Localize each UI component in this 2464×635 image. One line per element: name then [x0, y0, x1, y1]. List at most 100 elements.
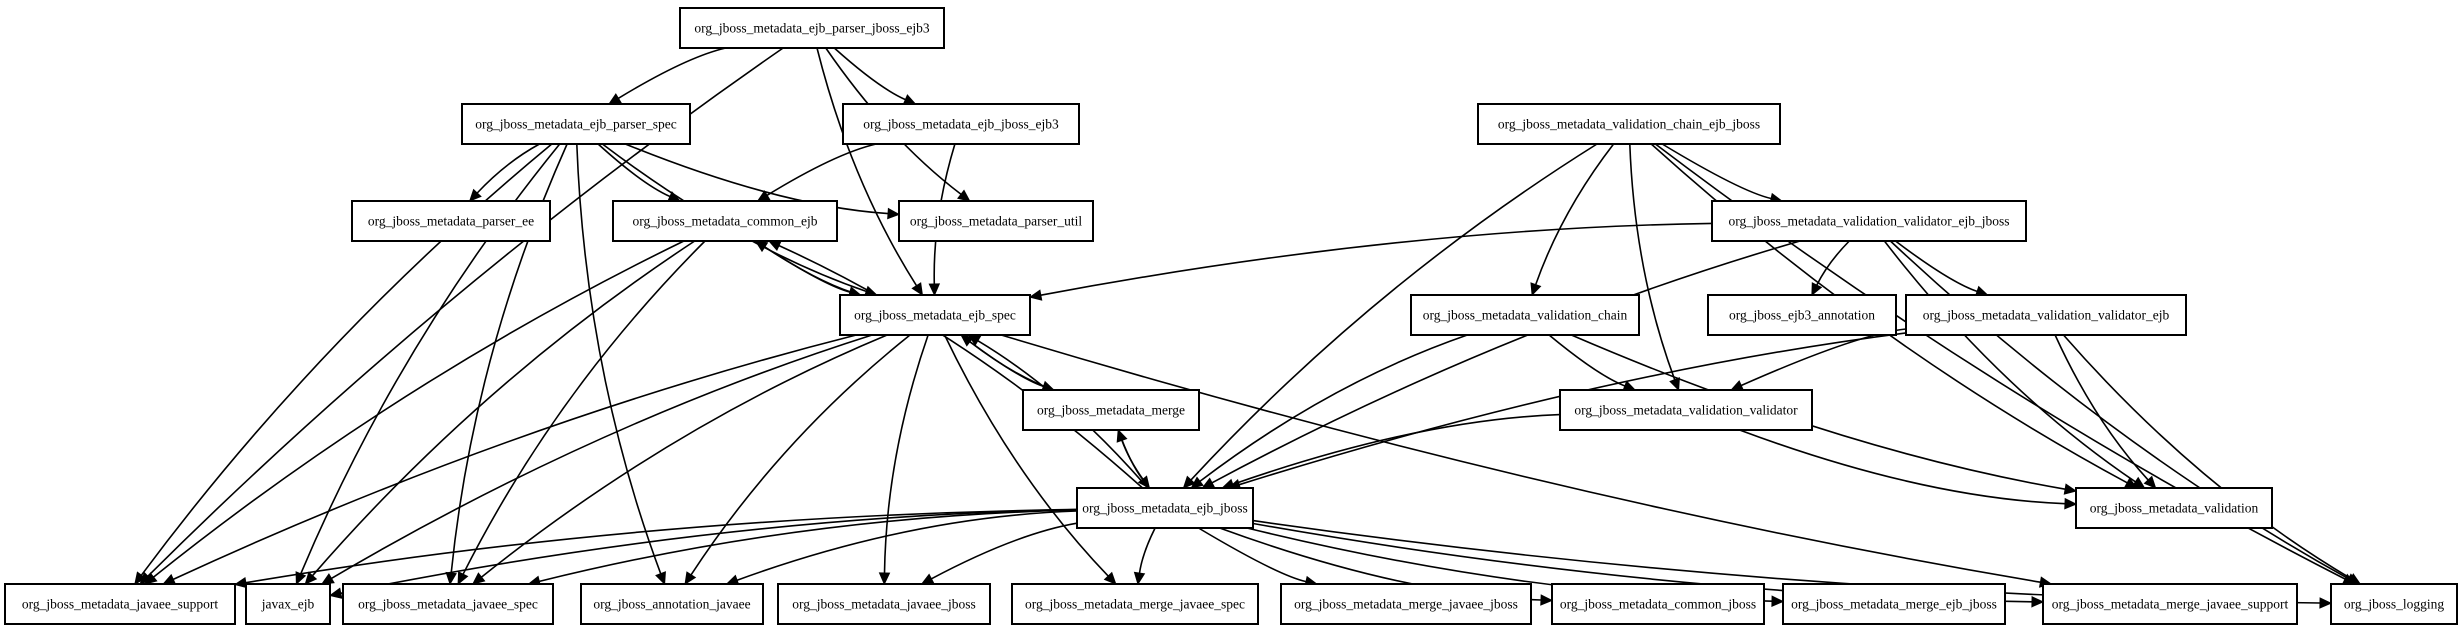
node-box	[1782, 583, 2006, 625]
arrowhead-icon	[320, 573, 335, 585]
arrowhead-icon	[1201, 477, 1216, 489]
edge-line	[462, 240, 706, 575]
edge-vvalidator-ejb-jboss-to-ejb-spec	[1028, 222, 1713, 301]
edge-line	[766, 143, 877, 196]
arrowhead-icon	[328, 587, 343, 599]
arrowhead-icon	[1771, 595, 1785, 607]
node-parser-jboss-ejb3: org_jboss_metadata_ejb_parser_jboss_ejb3	[679, 7, 945, 49]
node-label: org_jboss_ejb3_annotation	[1729, 308, 1875, 323]
edge-ejb-jboss-to-common-ejb	[767, 240, 1144, 489]
edge-line	[778, 244, 1144, 489]
arrowhead-icon	[1190, 476, 1204, 489]
node-box	[2075, 487, 2273, 529]
node-label: org_jboss_metadata_merge_javaee_jboss	[1294, 597, 1518, 612]
edge-ejb-jboss-to-javax-ejb	[328, 508, 1078, 599]
edge-line	[1629, 143, 1676, 380]
arrowhead-icon	[607, 93, 622, 105]
node-label: org_jboss_metadata_ejb_parser_spec	[475, 117, 676, 132]
edge-line	[1198, 527, 1307, 583]
edge-vchain-to-ejb-jboss	[1190, 334, 1468, 489]
node-merge: org_jboss_metadata_merge	[1022, 389, 1200, 431]
edge-line	[1895, 240, 1978, 293]
node-box	[1559, 389, 1813, 431]
arrowhead-icon	[2131, 476, 2146, 489]
edge-line	[1199, 334, 1468, 482]
node-merge-javaee-jboss: org_jboss_metadata_merge_javaee_jboss	[1280, 583, 1532, 625]
node-jboss-ejb3: org_jboss_metadata_ejb_jboss_ejb3	[842, 103, 1080, 145]
arrowhead-icon	[471, 572, 486, 585]
node-box	[1280, 583, 1532, 625]
node-parser-spec: org_jboss_metadata_ejb_parser_spec	[461, 103, 691, 145]
edge-line	[617, 47, 726, 99]
node-label: org_jboss_metadata_merge	[1037, 403, 1185, 418]
node-label: org_jboss_metadata_ejb_jboss	[1082, 501, 1247, 516]
edge-line	[1661, 143, 1772, 200]
node-label: org_jboss_logging	[2344, 597, 2445, 612]
node-annotation-javaee: org_jboss_annotation_javaee	[580, 583, 764, 625]
node-common-jboss: org_jboss_metadata_common_jboss	[1551, 583, 1765, 625]
node-common-ejb: org_jboss_metadata_common_ejb	[612, 200, 838, 242]
arrowhead-icon	[1103, 571, 1117, 585]
node-label: org_jboss_metadata_javaee_jboss	[792, 597, 975, 612]
node-validation: org_jboss_metadata_validation	[2075, 487, 2273, 529]
node-label: org_jboss_metadata_ejb_spec	[854, 308, 1016, 323]
arrowhead-icon	[878, 572, 891, 586]
node-box	[1022, 389, 1200, 431]
node-merge-javaee-support: org_jboss_metadata_merge_javaee_support	[2042, 583, 2298, 625]
node-box	[1011, 583, 1259, 625]
arrowhead-icon	[655, 571, 666, 586]
node-vvalidator-ejb-jboss: org_jboss_metadata_validation_validator_…	[1711, 200, 2027, 242]
edge-ejb-jboss-to-annotation-javaee	[725, 510, 1078, 586]
edge-vchain-to-validation	[1571, 334, 2078, 495]
edge-common-ejb-to-javax-ejb	[304, 240, 696, 585]
arrowhead-icon	[134, 571, 147, 585]
node-label: org_jboss_metadata_validation	[2090, 501, 2259, 516]
node-label: org_jboss_metadata_validation_validator	[1574, 403, 1798, 418]
arrowhead-icon	[468, 188, 482, 202]
edge-line	[311, 240, 696, 577]
arrowhead-icon	[1028, 289, 1043, 301]
edge-line	[2054, 334, 2149, 481]
node-javaee-jboss: org_jboss_metadata_javaee_jboss	[777, 583, 991, 625]
edge-ejb-spec-to-javaee-spec	[471, 334, 888, 585]
node-box	[461, 103, 691, 145]
edge-ejb-spec-to-javax-ejb	[320, 334, 873, 585]
node-label: org_jboss_metadata_validation_validator_…	[1729, 214, 2010, 229]
node-box	[4, 583, 236, 625]
node-box	[777, 583, 991, 625]
edge-line	[764, 246, 861, 296]
node-label: org_jboss_metadata_validation_validator_…	[1923, 308, 2170, 323]
edge-vvalidator-ejb-to-logging	[2062, 334, 2362, 585]
edge-line	[140, 143, 553, 576]
node-box	[612, 200, 838, 242]
arrowhead-icon	[2319, 597, 2333, 609]
node-box	[679, 7, 945, 49]
arrowhead-icon	[445, 571, 457, 586]
node-ejb-spec: org_jboss_metadata_ejb_spec	[839, 294, 1031, 336]
edge-line	[690, 334, 911, 576]
node-parser-ee: org_jboss_metadata_parser_ee	[351, 200, 551, 242]
node-box	[839, 294, 1031, 336]
node-box	[351, 200, 551, 242]
edge-vvalidator-ejb-to-vvalidator	[1730, 328, 1907, 391]
edge-vchain-ejb-jboss-to-ejb-jboss	[1182, 143, 1598, 489]
arrowhead-icon	[1133, 571, 1146, 586]
node-label: org_jboss_metadata_parser_ee	[368, 214, 534, 229]
edge-line	[172, 334, 857, 581]
node-merge-ejb-jboss: org_jboss_metadata_merge_ejb_jboss	[1782, 583, 2006, 625]
edge-line	[1232, 413, 1561, 486]
node-box	[1551, 583, 1765, 625]
arrowhead-icon	[902, 94, 917, 105]
node-label: org_jboss_metadata_merge_ejb_jboss	[1791, 597, 1997, 612]
node-label: org_jboss_metadata_merge_javaee_spec	[1025, 597, 1245, 612]
edge-vchain-ejb-jboss-to-vvalidator	[1629, 143, 1680, 392]
edge-line	[576, 143, 662, 574]
edge-line	[1739, 429, 2066, 505]
arrowhead-icon	[2063, 483, 2078, 495]
edge-parser-spec-to-parser-util	[624, 143, 901, 220]
edge-parser-spec-to-parser-ee	[468, 143, 540, 202]
node-label: org_jboss_metadata_javaee_spec	[358, 597, 538, 612]
edge-line	[1121, 440, 1151, 489]
edge-line	[1211, 240, 1801, 484]
